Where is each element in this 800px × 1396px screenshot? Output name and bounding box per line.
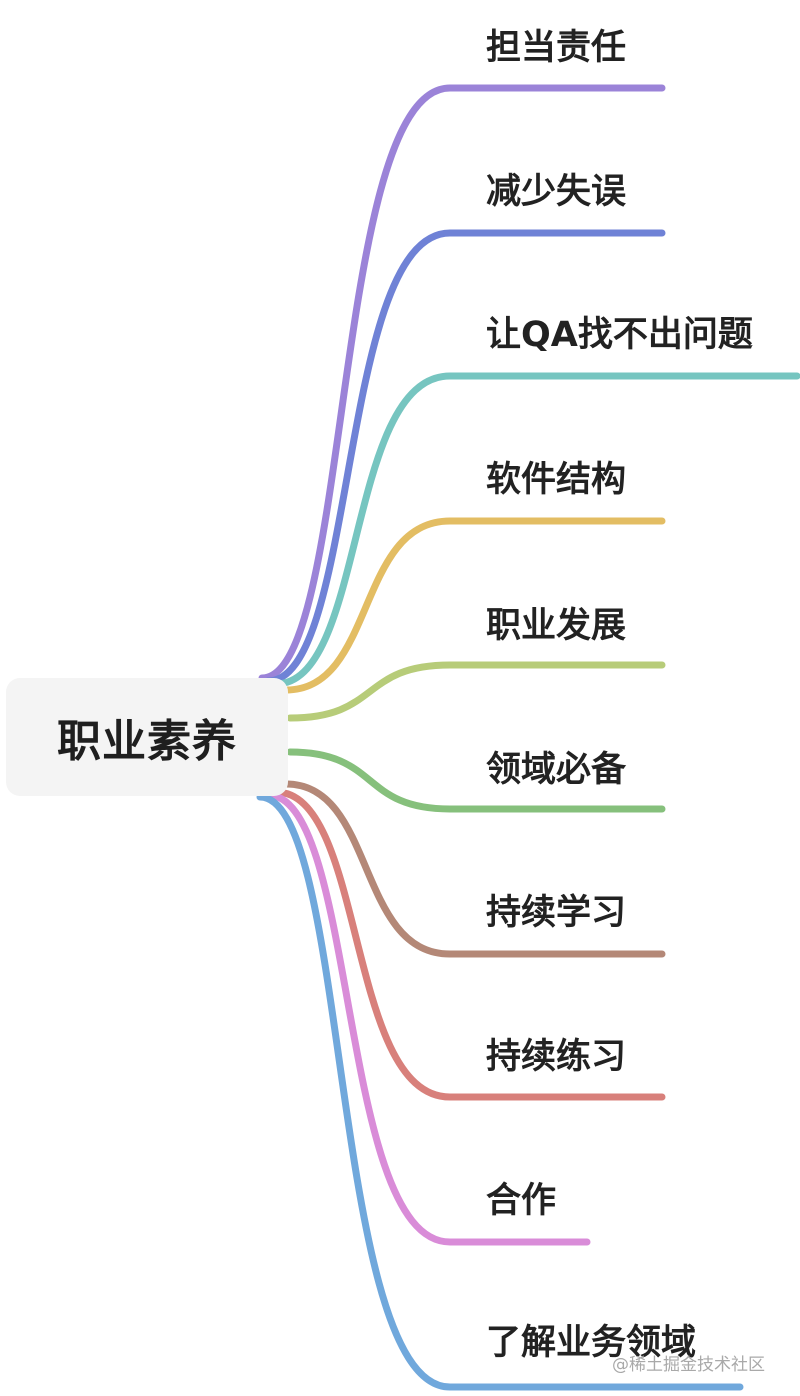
branch-label-8[interactable]: 持续练习 <box>486 1037 627 1077</box>
connector-line-9 <box>264 791 591 1246</box>
connector-line-3 <box>272 372 800 688</box>
branch-label-2[interactable]: 减少失误 <box>486 172 627 212</box>
connector-line-10 <box>256 793 744 1391</box>
branch-label-9[interactable]: 合作 <box>486 1181 557 1221</box>
watermark: @稀土掘金技术社区 <box>612 1355 765 1375</box>
connector-line-7 <box>282 780 666 958</box>
root-node[interactable]: 职业素养 <box>6 678 288 796</box>
branch-label-10[interactable]: 了解业务领域 <box>486 1323 697 1363</box>
root-node-label: 职业素养 <box>57 716 237 767</box>
connector-line-8 <box>272 788 666 1101</box>
branch-label-5[interactable]: 职业发展 <box>486 606 627 646</box>
connector-line-2 <box>264 229 666 685</box>
branch-label-3[interactable]: 让QA找不出问题 <box>486 315 753 355</box>
branch-label-4[interactable]: 软件结构 <box>486 460 627 500</box>
branch-label-1[interactable]: 担当责任 <box>486 28 627 68</box>
branch-label-7[interactable]: 持续学习 <box>486 893 627 933</box>
connector-line-4 <box>282 517 666 694</box>
connector-line-1 <box>258 84 666 682</box>
connector-line-6 <box>286 748 666 813</box>
connector-line-5 <box>286 661 666 722</box>
branch-label-6[interactable]: 领域必备 <box>486 750 627 790</box>
